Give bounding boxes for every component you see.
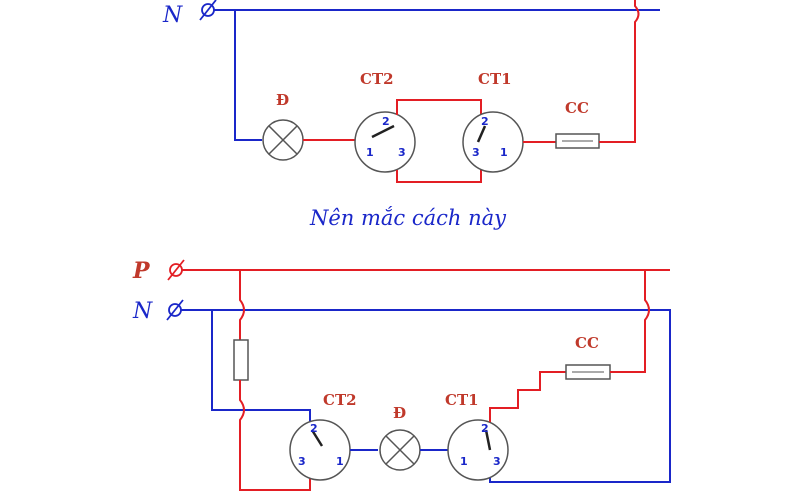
bottom-switch1-terminal-2: 2 bbox=[481, 422, 489, 435]
bottom-switch2: 2 3 1 bbox=[289, 419, 351, 481]
bottom-neutral-drop bbox=[211, 310, 311, 428]
bottom-phase-label: P bbox=[132, 258, 151, 284]
bottom-switch2-terminal-3: 3 bbox=[298, 455, 306, 468]
bottom-phase-terminal bbox=[167, 259, 185, 281]
top-switch1-terminal-2: 2 bbox=[481, 115, 489, 128]
bottom-phase-riser bbox=[610, 270, 650, 373]
top-switch1-terminal-1: 1 bbox=[500, 146, 508, 159]
bottom-switch2-label: CT2 bbox=[323, 391, 357, 409]
top-switch2-terminal-1: 1 bbox=[366, 146, 374, 159]
bottom-phase-drop-lower bbox=[239, 380, 311, 491]
bottom-lamp bbox=[379, 429, 421, 471]
top-switch2-label: CT2 bbox=[360, 70, 394, 88]
bottom-switch1-terminal-3: 3 bbox=[493, 455, 501, 468]
bottom-switch1-terminal-1: 1 bbox=[460, 455, 468, 468]
top-fuse-label: CC bbox=[565, 99, 589, 117]
top-traveler-lower bbox=[396, 170, 482, 183]
top-switch1-terminal-3: 3 bbox=[472, 146, 480, 159]
top-traveler-upper bbox=[396, 99, 482, 115]
bottom-wire-ct1-fuse bbox=[489, 371, 566, 422]
top-neutral-terminal bbox=[199, 0, 217, 21]
bottom-switch1: 2 1 3 bbox=[447, 419, 509, 481]
bottom-neutral-label: N bbox=[132, 299, 153, 324]
bottom-switch2-terminal-1: 1 bbox=[336, 455, 344, 468]
top-switch1-label: CT1 bbox=[478, 70, 512, 88]
top-caption: Nên mắc cách này bbox=[309, 206, 507, 230]
bottom-fuse-left bbox=[233, 339, 249, 381]
bottom-neutral-terminal bbox=[166, 299, 184, 321]
top-neutral-label: N bbox=[162, 3, 183, 28]
top-lamp-label: Đ bbox=[276, 91, 289, 109]
top-phase-riser bbox=[599, 0, 640, 143]
bottom-fuse-label: CC bbox=[575, 334, 599, 352]
bottom-phase-drop-upper bbox=[239, 270, 245, 340]
top-circuit: N Đ CT2 2 1 3 CT1 bbox=[162, 0, 660, 230]
top-switch2-terminal-2: 2 bbox=[382, 115, 390, 128]
top-switch1: 2 3 1 bbox=[462, 111, 524, 173]
bottom-circuit: P N CT2 2 3 1 Đ bbox=[132, 258, 671, 491]
top-lamp bbox=[262, 119, 304, 161]
bottom-lamp-label: Đ bbox=[393, 404, 406, 422]
bottom-switch2-terminal-2: 2 bbox=[310, 422, 318, 435]
top-switch2-terminal-3: 3 bbox=[398, 146, 406, 159]
top-neutral-drop bbox=[234, 10, 262, 141]
top-switch2: 2 1 3 bbox=[354, 111, 416, 173]
bottom-switch1-label: CT1 bbox=[445, 391, 479, 409]
